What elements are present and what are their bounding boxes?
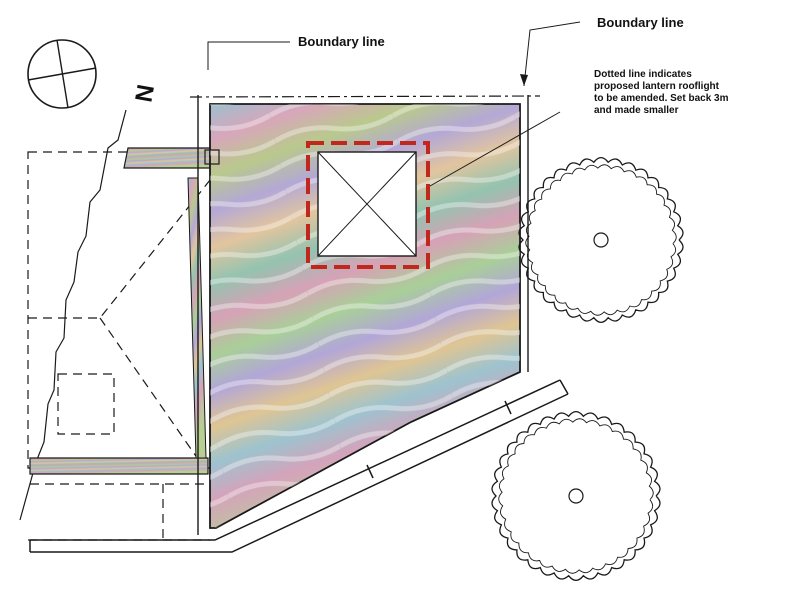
rooflight-existing	[317, 151, 417, 257]
rooflight-proposed-dotted	[306, 141, 430, 269]
tree-canopy-inner	[525, 164, 677, 316]
north-label: N	[130, 83, 160, 105]
compass-icon	[27, 39, 97, 109]
driveway-edge	[29, 379, 569, 553]
roof-area	[197, 95, 529, 535]
boundary-line-top	[189, 95, 541, 98]
extension-side-band	[187, 177, 207, 459]
tree-canopy-inner	[498, 418, 654, 574]
note-line-3: to be amended. Set back 3m	[594, 93, 729, 104]
note-line-4: and made smaller	[594, 105, 679, 116]
boundary-label-right: Boundary line	[520, 15, 684, 87]
note-line-2: proposed lantern rooflight	[594, 81, 720, 92]
note-leader	[429, 111, 561, 187]
note-line-1: Dotted line indicates	[594, 69, 692, 80]
tree-trunk	[568, 488, 584, 504]
boundary-label-left: Boundary line	[207, 34, 385, 70]
strip-bottom	[29, 457, 209, 475]
rooflight-note: Dotted line indicates proposed lantern r…	[594, 69, 729, 116]
tree-trunk	[593, 232, 609, 248]
boundary-line-label-left: Boundary line	[298, 34, 385, 49]
boundary-line-label-right: Boundary line	[597, 15, 684, 30]
strip-top	[123, 147, 211, 169]
party-wall-jagged	[19, 109, 127, 521]
corner-post	[204, 149, 220, 165]
tree-canopy-outline	[491, 411, 661, 581]
tree-canopy-icon	[518, 157, 684, 323]
tree-canopy-outline	[518, 157, 684, 323]
tree-canopy-icon	[491, 411, 661, 581]
